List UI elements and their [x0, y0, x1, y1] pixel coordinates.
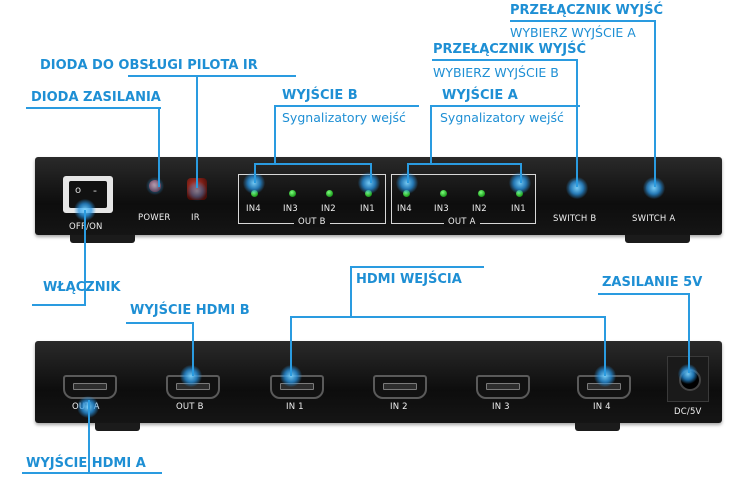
led-out-b-in3: [289, 190, 296, 197]
line-switcha-v: [654, 20, 656, 187]
power-led-marker: [146, 177, 164, 195]
hdmi-in2-port: [373, 375, 427, 399]
front-panel-foot-left: [70, 235, 135, 243]
label-power: POWER: [138, 213, 171, 223]
line-hdmiin-h: [290, 316, 606, 318]
callout-output-b: WYJŚCIE B: [282, 88, 358, 103]
label-out-a-in1: IN1: [511, 204, 526, 214]
callout-output-a-sub: Sygnalizatory wejść: [440, 110, 564, 125]
line-hdmiin-top: [350, 266, 484, 268]
callout-power-switch: WŁĄCZNIK: [43, 280, 121, 295]
line-5v-h: [598, 293, 690, 295]
ir-sensor-marker: [187, 181, 207, 201]
line-5v-v: [688, 293, 690, 373]
switch-b-marker: [566, 177, 588, 199]
label-out-b: OUT B: [294, 217, 330, 227]
line-hdmib-v: [192, 322, 194, 376]
out-b-in1-marker: [358, 172, 380, 194]
line-outa-v1: [430, 105, 432, 165]
line-onoff-h: [32, 304, 86, 306]
label-out-a-in4: IN4: [397, 204, 412, 214]
line-outa-h1: [430, 105, 580, 107]
callout-switch-top-sub: WYBIERZ WYJŚCIE A: [510, 25, 636, 40]
led-out-b-in2: [326, 190, 333, 197]
line-hdmiin-v1: [290, 316, 292, 376]
rear-panel-foot-right: [575, 423, 620, 431]
callout-power-5v: ZASILANIE 5V: [602, 275, 703, 290]
hdmi-in3-port: [476, 375, 530, 399]
line-outa-h2: [407, 163, 521, 165]
line-hdmiin-v4: [604, 316, 606, 376]
label-dc: DC/5V: [674, 407, 702, 417]
hdmi-out-b-marker: [180, 365, 202, 387]
callout-hdmi-inputs: HDMI WEJŚCIA: [356, 272, 462, 287]
label-out-b-in1: IN1: [360, 204, 375, 214]
label-rear-out-b: OUT B: [176, 402, 204, 412]
label-out-b-in3: IN3: [283, 204, 298, 214]
label-switch-a: SWITCH A: [632, 214, 676, 224]
line-ir-v: [196, 75, 198, 188]
power-switch-on-glyph: -: [93, 184, 97, 197]
line-hdmiin-mid: [350, 266, 352, 318]
label-ir: IR: [191, 213, 200, 223]
line-outb-h2: [254, 163, 372, 165]
line-outa-v2: [407, 163, 409, 183]
line-switchb-v: [576, 59, 578, 187]
line-power-h: [26, 107, 161, 109]
label-rear-in2: IN 2: [390, 402, 408, 412]
label-rear-in3: IN 3: [492, 402, 510, 412]
line-ir-h: [128, 75, 296, 77]
led-out-a-in3: [440, 190, 447, 197]
label-switch-b: SWITCH B: [553, 214, 597, 224]
out-a-in1-marker: [509, 172, 531, 194]
ir-sensor: [187, 178, 207, 200]
label-rear-in1: IN 1: [286, 402, 304, 412]
callout-switch-mid-sub: WYBIERZ WYJŚCIE B: [433, 65, 559, 80]
front-panel: [35, 157, 722, 235]
callout-power-led: DIODA ZASILANIA: [31, 90, 161, 105]
callout-switch-top: PRZEŁĄCZNIK WYJŚĆ: [510, 3, 664, 18]
label-out-a: OUT A: [444, 217, 480, 227]
hdmi-in4-marker: [594, 365, 616, 387]
label-out-b-in2: IN2: [321, 204, 336, 214]
line-outb-h1: [274, 105, 419, 107]
label-out-a-in2: IN2: [472, 204, 487, 214]
line-outb-v1: [274, 105, 276, 165]
led-out-a-in2: [478, 190, 485, 197]
dc-jack-marker: [678, 364, 698, 384]
line-power-v: [158, 107, 160, 187]
power-switch[interactable]: o -: [63, 176, 113, 213]
callout-output-a: WYJŚCIE A: [442, 88, 518, 103]
callout-ir-led: DIODA DO OBSŁUGI PILOTA IR: [40, 58, 258, 73]
out-a-in4-marker: [396, 172, 418, 194]
label-out-a-in3: IN3: [434, 204, 449, 214]
line-hdmia-v: [88, 400, 90, 472]
line-hdmia-h: [22, 472, 162, 474]
callout-hdmi-out-b: WYJŚCIE HDMI B: [130, 303, 250, 318]
callout-hdmi-out-a: WYJŚCIE HDMI A: [26, 456, 146, 471]
power-switch-off-glyph: o: [75, 185, 82, 196]
front-panel-foot-right: [625, 235, 690, 243]
line-outa-v3: [520, 163, 522, 183]
line-hdmib-h: [126, 322, 194, 324]
hdmi-in1-marker: [280, 365, 302, 387]
label-rear-in4: IN 4: [593, 402, 611, 412]
line-switchb-h: [432, 59, 578, 61]
line-outb-v2: [254, 163, 256, 183]
callout-switch-mid: PRZEŁĄCZNIK WYJŚĆ: [433, 42, 587, 57]
line-onoff-v: [84, 210, 86, 306]
line-outb-v3: [370, 163, 372, 183]
callout-output-b-sub: Sygnalizatory wejść: [282, 110, 406, 125]
out-b-in4-marker: [243, 172, 265, 194]
label-out-b-in4: IN4: [246, 204, 261, 214]
rear-panel-foot-left: [95, 423, 140, 431]
line-switcha-h: [510, 20, 656, 22]
switch-a-marker: [643, 177, 665, 199]
